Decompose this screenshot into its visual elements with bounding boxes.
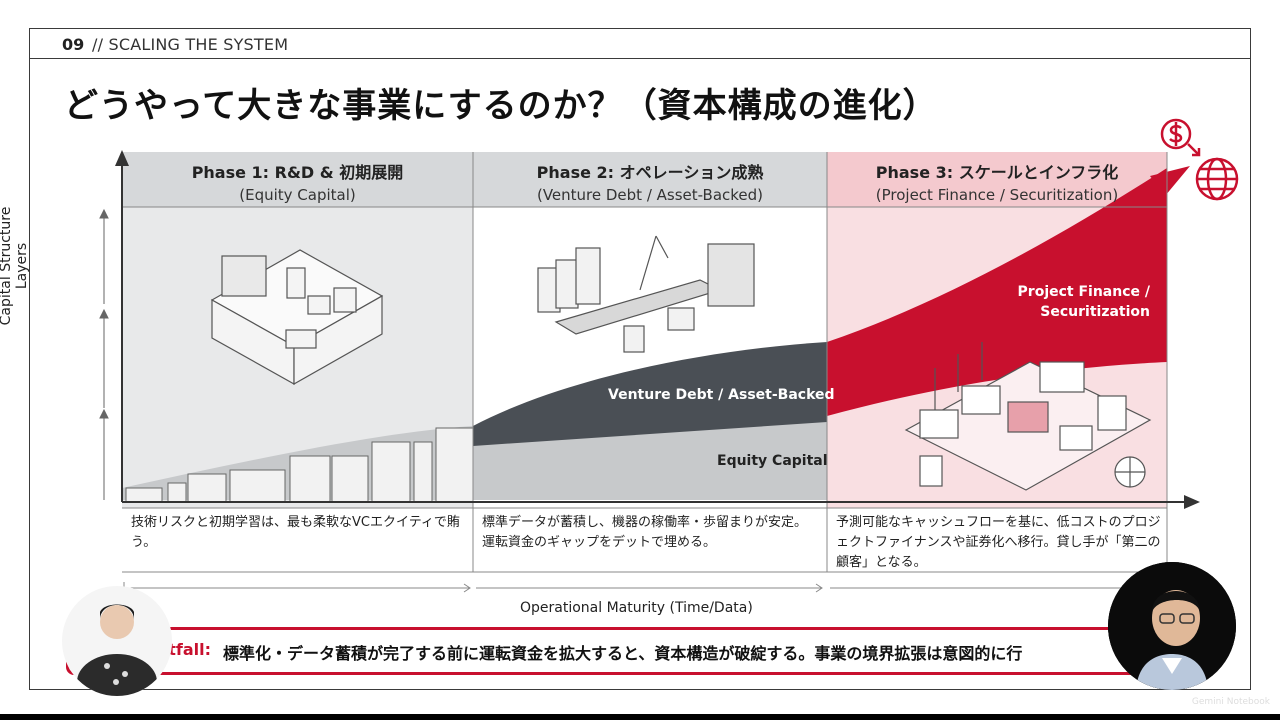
phase3-subtitle: (Project Finance / Securitization): [875, 186, 1119, 204]
project-finance-label-line2: Securitization: [1040, 304, 1150, 320]
equity-label: Equity Capital: [717, 453, 828, 469]
phase2-header: Phase 2: オペレーション成熟 (Venture Debt / Asset…: [473, 152, 827, 206]
phase3-description: 予測可能なキャッシュフローを基に、低コストのプロジェクトファイナンスや証券化へ移…: [836, 515, 1161, 570]
watermark: Gemini Notebook: [1191, 697, 1270, 707]
pitfall-text: 標準化・データ蓄積が完了する前に運転資金を拡大すると、資本構造が破綻する。事業の…: [223, 644, 1023, 663]
presenter-right-avatar: [1108, 562, 1236, 690]
project-finance-label: Project Finance / Securitization: [1010, 282, 1150, 322]
growth-arrowhead: [1150, 166, 1190, 196]
phase1-containers: [125, 427, 474, 503]
phase3-title: Phase 3: スケールとインフラ化: [875, 163, 1119, 182]
section-label: // SCALING THE SYSTEM: [92, 35, 289, 54]
factory-illustration: [537, 235, 755, 353]
presenter-camera-left: [62, 586, 172, 696]
phase2-subtitle: (Venture Debt / Asset-Backed): [536, 186, 764, 204]
project-finance-label-line1: Project Finance /: [1017, 284, 1150, 300]
section-number: 09: [62, 35, 85, 54]
phase1-header: Phase 1: R&D & 初期展開 (Equity Capital): [122, 152, 473, 206]
x-axis-arrowhead: [1184, 495, 1200, 509]
venture-debt-layer: [473, 342, 827, 446]
lab-illustration: [210, 249, 384, 386]
y-axis-ticks: [99, 208, 109, 500]
letterbox-bottom: [0, 714, 1280, 720]
slide-frame: 09 // SCALING THE SYSTEM: [29, 28, 1251, 690]
venture-debt-label: Venture Debt / Asset-Backed: [608, 387, 835, 403]
x-axis-label: Operational Maturity (Time/Data): [520, 600, 753, 616]
phase2-description: 標準データが蓄積し、機器の稼働率・歩留まりが安定。運転資金のギャップをデットで埋…: [482, 515, 808, 550]
maturity-arrows: [123, 582, 1164, 594]
phase2-title: Phase 2: オペレーション成熟: [536, 163, 764, 182]
phase2-header-bg: [473, 152, 827, 207]
y-axis-label: Capital Structure Layers: [0, 206, 30, 326]
globe-icon: [1195, 157, 1239, 201]
phase1-subtitle: (Equity Capital): [239, 186, 356, 204]
phase1-header-bg: [122, 152, 473, 207]
pitfall-banner: Pitfall: 標準化・データ蓄積が完了する前に運転資金を拡大すると、資本構造…: [66, 627, 1218, 675]
phase1-title: Phase 1: R&D & 初期展開: [191, 163, 404, 182]
y-axis-arrowhead: [115, 150, 129, 166]
presenter-camera-right: [1108, 562, 1236, 690]
phase3-header-bg: [827, 152, 1167, 207]
section-header: 09 // SCALING THE SYSTEM: [30, 29, 1250, 59]
project-finance-layer: [827, 168, 1167, 416]
slide-title: どうやって大きな事業にするのか？（資本構成の進化）: [64, 86, 938, 126]
phase1-description: 技術リスクと初期学習は、最も柔軟なVCエクイティで賄う。: [131, 515, 460, 550]
dollar-circle-arrow-icon: [1160, 118, 1201, 157]
infrastructure-illustration: [904, 342, 1152, 491]
phase3-header: Phase 3: スケールとインフラ化 (Project Finance / S…: [827, 152, 1167, 206]
presenter-left-avatar: [62, 586, 172, 696]
